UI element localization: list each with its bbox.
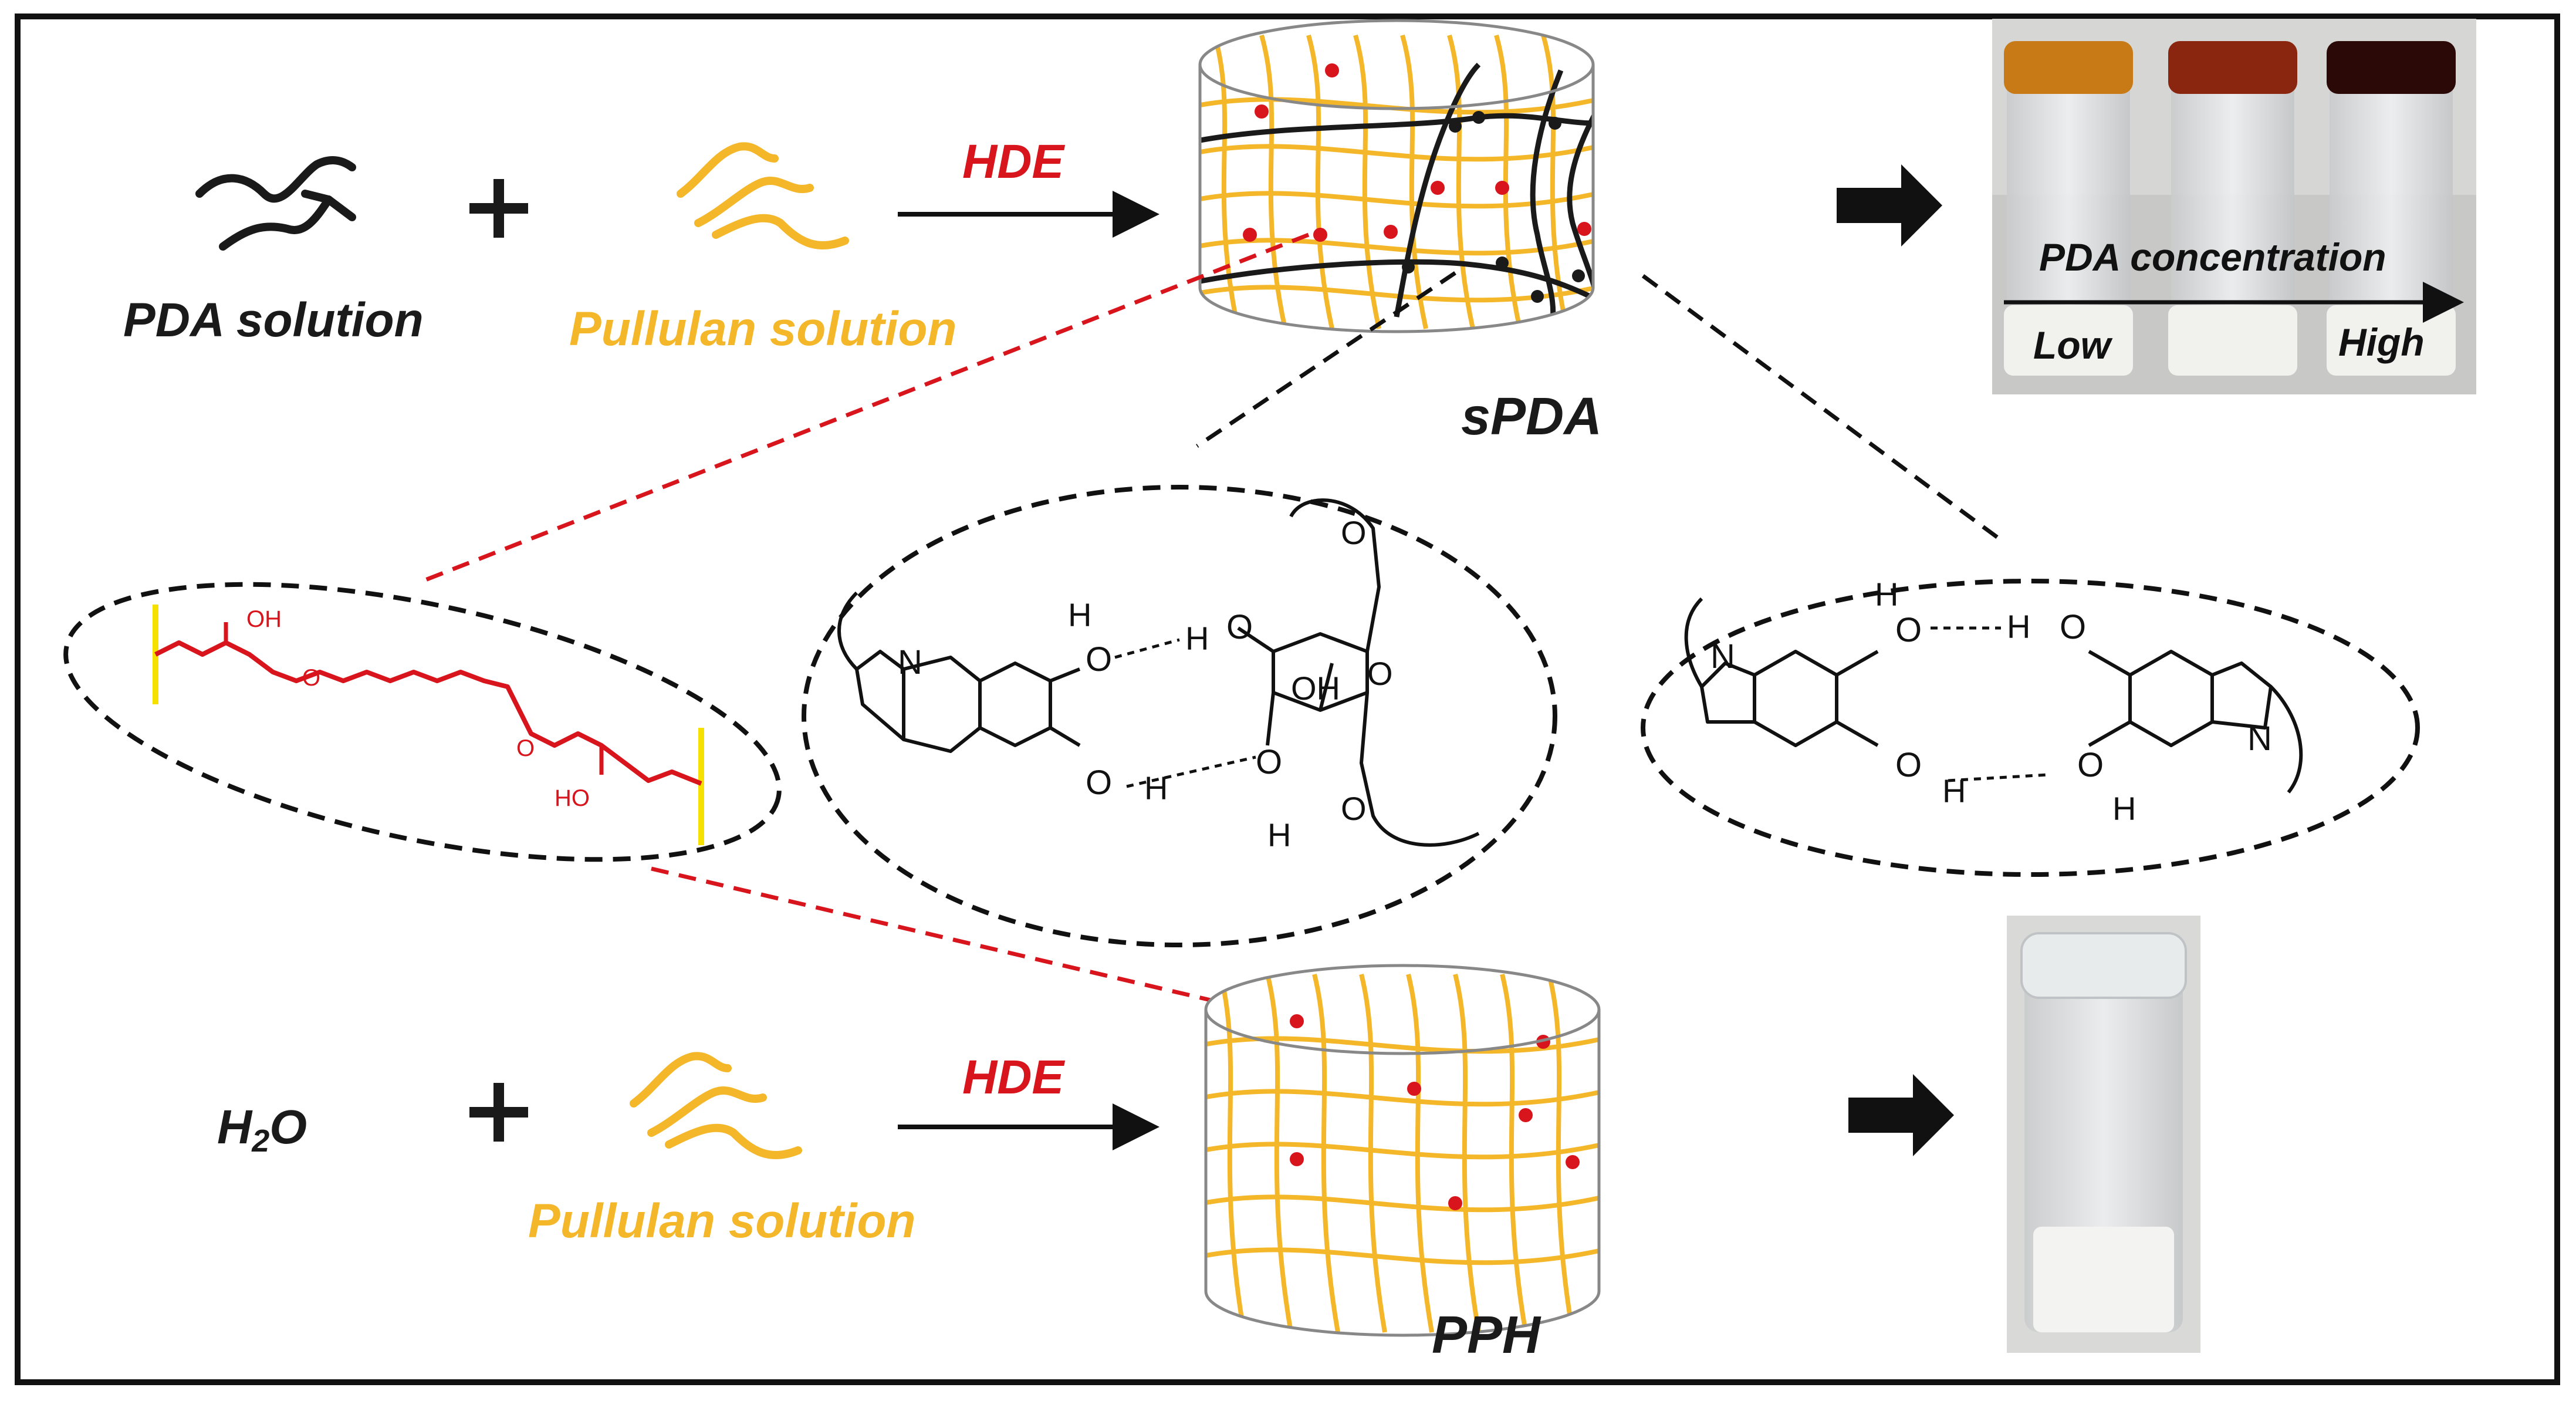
hde-oh-bottom: HO <box>555 785 590 811</box>
plus-icon-top <box>469 179 528 238</box>
right-h3: H <box>1942 772 1966 809</box>
pda-concentration-label: PDA concentration <box>2039 235 2386 279</box>
pph-hydrogel-cylinder <box>1204 964 1601 1337</box>
center-h3: H <box>1144 769 1168 806</box>
right-h1: H <box>1875 576 1899 613</box>
right-o4: O <box>2077 746 2104 784</box>
pda-solution-label: PDA solution <box>123 293 424 347</box>
right-n1: N <box>1710 637 1735 676</box>
pda-pda-structure <box>1684 597 2303 794</box>
spda-hydrogel-cylinder <box>1198 19 1595 333</box>
low-label: Low <box>2033 323 2111 367</box>
right-h4: H <box>2112 790 2136 827</box>
center-o4: O <box>1086 764 1113 802</box>
right-o1: O <box>1895 611 1922 649</box>
hde-label-bottom: HDE <box>962 1051 1064 1104</box>
hde-structure <box>153 605 704 845</box>
guide-lines <box>421 232 2003 1021</box>
center-o1: O <box>1086 640 1113 678</box>
center-o2: O <box>1226 608 1253 646</box>
right-o3: O <box>1895 746 1922 784</box>
plus-icon-bottom <box>469 1083 528 1142</box>
right-h2: H <box>2007 608 2031 645</box>
high-label: High <box>2338 320 2425 364</box>
center-o3: O <box>1367 655 1393 692</box>
center-h1: H <box>1068 596 1092 633</box>
pullulan-solution-label-bottom: Pullulan solution <box>528 1194 916 1248</box>
pph-label: PPH <box>1432 1306 1541 1365</box>
pullulan-chain-icon-bottom <box>630 1052 802 1159</box>
vial-photo-bottom <box>2007 916 2200 1353</box>
pullulan-chain-icon-top <box>677 142 849 249</box>
figure-border <box>15 13 2560 1385</box>
center-o7: O <box>1341 790 1367 827</box>
right-n2: N <box>2247 720 2272 758</box>
hde-structure-ellipse <box>63 582 782 862</box>
right-o2: O <box>2060 608 2087 646</box>
center-h4: H <box>1267 816 1292 853</box>
hde-o-mid: O <box>516 735 535 761</box>
result-arrow-top <box>1837 164 1942 247</box>
vials-photo-top <box>1992 19 2476 394</box>
pda-pullulan-hbond-ellipse <box>802 485 1557 947</box>
center-o5: O <box>1256 743 1283 781</box>
result-arrow-bottom <box>1848 1074 1954 1156</box>
center-h2: H <box>1185 620 1209 657</box>
hde-oh-top: OH <box>246 606 282 632</box>
pda-pullulan-structure <box>837 498 1480 847</box>
center-o6: O <box>1341 514 1367 551</box>
spda-label: sPDA <box>1461 387 1603 446</box>
hydrogen-bonds-center <box>1114 638 1256 788</box>
hydrogen-bonds-right <box>1931 626 2048 782</box>
pullulan-solution-label-top: Pullulan solution <box>569 302 957 356</box>
pda-pda-hbond-ellipse <box>1641 579 2420 877</box>
pda-chain-icon <box>195 156 356 251</box>
hde-label-top: HDE <box>962 135 1064 188</box>
hde-o-left: O <box>302 665 321 691</box>
center-oh: OH <box>1291 670 1340 707</box>
water-label: H2O <box>217 1100 307 1159</box>
center-n: N <box>898 643 922 681</box>
